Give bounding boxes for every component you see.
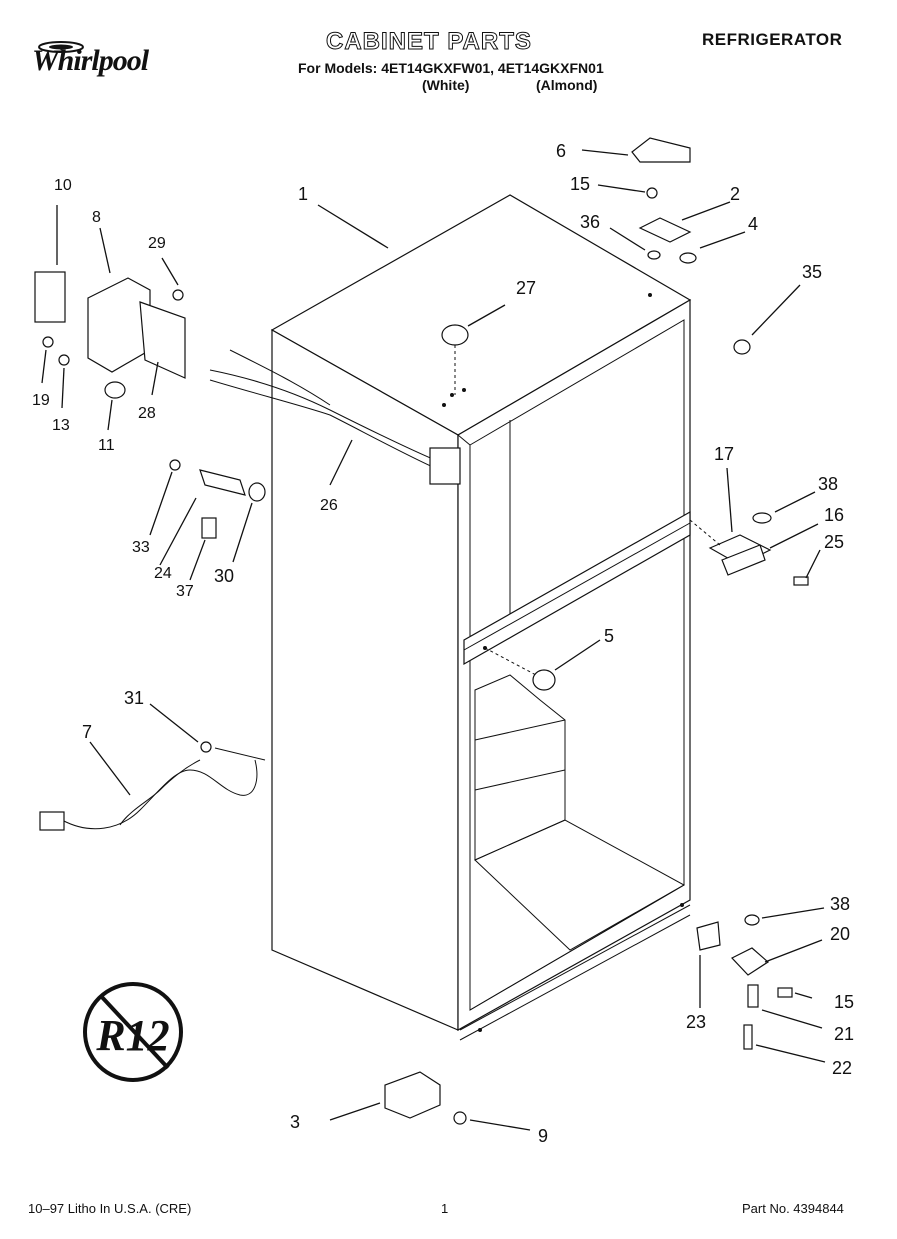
callout-label: 28 xyxy=(138,405,156,422)
clamp-part xyxy=(199,469,246,496)
washer-part xyxy=(679,252,697,264)
wire-harness-part xyxy=(209,369,436,461)
cabinet-body xyxy=(270,194,692,1041)
no-r12-badge xyxy=(83,982,183,1082)
callout-label: 29 xyxy=(148,235,166,252)
top-plug-part xyxy=(441,324,469,346)
callout-label: 36 xyxy=(580,212,600,232)
screw-part xyxy=(793,576,809,586)
callout-label: 15 xyxy=(570,174,590,194)
screw-part xyxy=(200,741,212,753)
callout-label: 22 xyxy=(832,1058,852,1078)
callout-label: 6 xyxy=(556,141,566,161)
shim-part xyxy=(647,250,661,260)
callout-label: 31 xyxy=(124,688,144,708)
models-line: For Models: 4ET14GKXFW01, 4ET14GKXFN01 xyxy=(298,60,604,76)
screw-part xyxy=(172,289,184,301)
callout-label: 2 xyxy=(730,184,740,204)
variant-white: (White) xyxy=(422,77,470,93)
callout-label: 24 xyxy=(154,565,172,582)
washer-part xyxy=(752,512,772,524)
footer-print-info: 10–97 Litho In U.S.A. (CRE) xyxy=(28,1201,192,1216)
callout-label: 13 xyxy=(52,417,70,434)
callout-label: 20 xyxy=(830,924,850,944)
screw-part xyxy=(169,459,181,471)
callout-label: 7 xyxy=(82,722,92,742)
footer-part-number: Part No. 4394844 xyxy=(742,1201,844,1216)
callout-label: 8 xyxy=(92,209,101,226)
callout-label: 27 xyxy=(516,278,536,298)
side-plug-part xyxy=(532,669,556,691)
section-label: REFRIGERATOR xyxy=(702,30,843,49)
washer-part xyxy=(744,914,760,926)
relay-part xyxy=(34,271,66,323)
screw-part xyxy=(777,987,793,998)
page-title: CABINET PARTS xyxy=(326,28,532,56)
callout-label: 38 xyxy=(830,894,850,914)
callout-label: 17 xyxy=(714,444,734,464)
variant-almond: (Almond) xyxy=(536,77,598,93)
callout-label: 9 xyxy=(538,1126,548,1146)
screw-part xyxy=(42,336,54,348)
callout-label: 25 xyxy=(824,532,844,552)
callout-label: 35 xyxy=(802,262,822,282)
whirlpool-logo-swoosh-icon xyxy=(38,41,84,53)
callout-label: 16 xyxy=(824,505,844,525)
callout-label: 23 xyxy=(686,1012,706,1032)
shim-part xyxy=(696,921,721,951)
hinge-pin-part xyxy=(747,984,759,1008)
power-cord-part xyxy=(61,759,258,830)
callout-label: 38 xyxy=(818,474,838,494)
grommet-part xyxy=(248,482,266,502)
callout-label: 21 xyxy=(834,1024,854,1044)
footer-page-number: 1 xyxy=(441,1201,449,1216)
callout-label: 5 xyxy=(604,626,614,646)
spacer-part xyxy=(201,517,217,539)
callout-label: 4 xyxy=(748,214,758,234)
relay-bracket-part xyxy=(139,301,186,379)
screw-part xyxy=(58,354,70,366)
screw-part xyxy=(743,1024,753,1050)
callout-label: 11 xyxy=(98,437,115,454)
bottom-hinge-part xyxy=(731,947,769,976)
callout-label: 26 xyxy=(320,497,338,514)
callout-label: 3 xyxy=(290,1112,300,1132)
hole-plug-part xyxy=(733,339,751,355)
callout-label: 33 xyxy=(132,539,150,556)
hinge-cover-part xyxy=(631,137,691,163)
grommet-part xyxy=(104,381,126,399)
callout-label: 30 xyxy=(214,566,234,586)
callout-label: 10 xyxy=(54,177,72,194)
brand-logo: Whirlpool xyxy=(32,44,149,77)
callout-label: 19 xyxy=(32,392,50,409)
screw-part xyxy=(453,1111,467,1125)
no-r12-badge-text: R12 xyxy=(95,1011,169,1060)
screw-part xyxy=(646,187,658,199)
leveling-bracket-part xyxy=(384,1071,441,1119)
callout-label: 1 xyxy=(298,184,308,204)
top-hinge-part xyxy=(638,217,692,243)
callout-label: 15 xyxy=(834,992,854,1012)
center-hinge-bracket-part xyxy=(721,544,766,576)
relay-cover-part xyxy=(87,277,151,373)
callout-label: 37 xyxy=(176,583,194,600)
